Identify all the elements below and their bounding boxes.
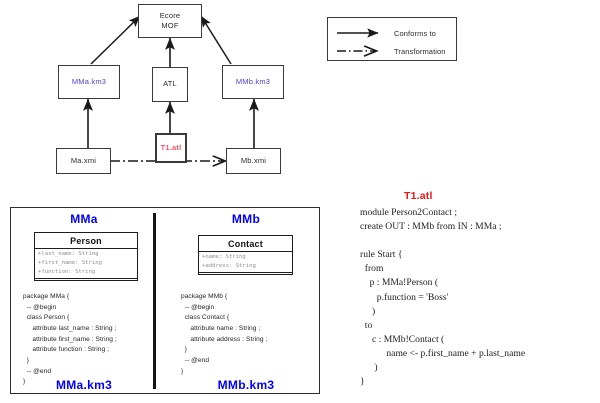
uml-class-name-person: Person: [35, 233, 137, 249]
uml-class-name-contact: Contact: [199, 236, 292, 252]
arrow-mmb-to-ecore: [200, 15, 232, 65]
diagram-box-ma-xmi[interactable]: Ma.xmi: [56, 148, 111, 174]
diagram-box-mmb-km3[interactable]: MMb.km3: [222, 65, 284, 99]
solid-arrow-icon: [337, 28, 379, 38]
atl-label: ATL: [163, 79, 177, 89]
mmb-title: MMb: [231, 212, 261, 226]
uml-attribute: +first_name: String: [38, 260, 102, 267]
km3-code-mmb: package MMb { -- @begin class Contact { …: [181, 293, 268, 375]
diagram-box-ecore-mof[interactable]: Ecore MOF: [138, 4, 202, 38]
legend: Conforms to Transformation: [327, 17, 457, 61]
uml-attribute: +last_name: String: [38, 251, 99, 257]
km3-code-mma: package MMa { -- @begin class Person { a…: [23, 293, 117, 386]
metamodels-divider: [153, 213, 156, 389]
legend-label-conforms-to: Conforms to: [394, 28, 436, 38]
mma-km3-label: MMa.km3: [71, 76, 107, 86]
legend-row-transformation: Transformation: [336, 44, 445, 58]
dashdot-arrow-icon: [337, 45, 388, 57]
atl-panel: T1.atl module Person2Contact ; create OU…: [360, 190, 598, 398]
t1-atl-label: T1.atl: [160, 142, 182, 152]
metamodel-mma: MMa Person +last_name: String +first_nam…: [11, 208, 157, 393]
diagram-box-atl[interactable]: ATL: [152, 67, 188, 102]
mmb-km3-filename: MMb.km3: [217, 378, 275, 392]
mma-km3-filename: MMa.km3: [55, 378, 113, 392]
uml-attribute: +address: String: [202, 263, 256, 270]
uml-operations-person: [35, 279, 137, 284]
mb-xmi-label: Mb.xmi: [240, 155, 267, 165]
mmb-km3-label: MMb.km3: [235, 76, 271, 86]
diagram-box-mb-xmi[interactable]: Mb.xmi: [226, 148, 281, 174]
metamodel-mmb: MMb Contact +name: String +address: Stri…: [171, 208, 321, 393]
uml-attributes-contact: +name: String +address: String: [199, 252, 292, 274]
uml-class-person[interactable]: Person +last_name: String +first_name: S…: [34, 232, 138, 281]
uml-attribute: +name: String: [202, 254, 246, 260]
metamodels-panel: MMa Person +last_name: String +first_nam…: [10, 207, 320, 394]
atl-filename-title: T1.atl: [404, 190, 433, 202]
uml-class-contact[interactable]: Contact +name: String +address: String: [198, 235, 293, 275]
legend-label-transformation: Transformation: [394, 46, 446, 56]
ma-xmi-label: Ma.xmi: [70, 155, 97, 165]
uml-attribute: +function: String: [38, 269, 96, 276]
uml-attributes-person: +last_name: String +first_name: String +…: [35, 249, 137, 280]
diagram-box-mma-km3[interactable]: MMa.km3: [58, 65, 120, 99]
uml-operations-contact: [199, 273, 292, 278]
arrow-mma-to-ecore: [90, 15, 141, 65]
mof-label: MOF: [161, 21, 179, 30]
atl-source-code[interactable]: module Person2Contact ; create OUT : MMb…: [360, 207, 526, 388]
ecore-label: Ecore: [159, 10, 181, 20]
legend-row-conforms-to: Conforms to: [336, 26, 436, 40]
diagram-box-t1-atl[interactable]: T1.atl: [155, 133, 187, 163]
mma-title: MMa: [70, 212, 98, 226]
